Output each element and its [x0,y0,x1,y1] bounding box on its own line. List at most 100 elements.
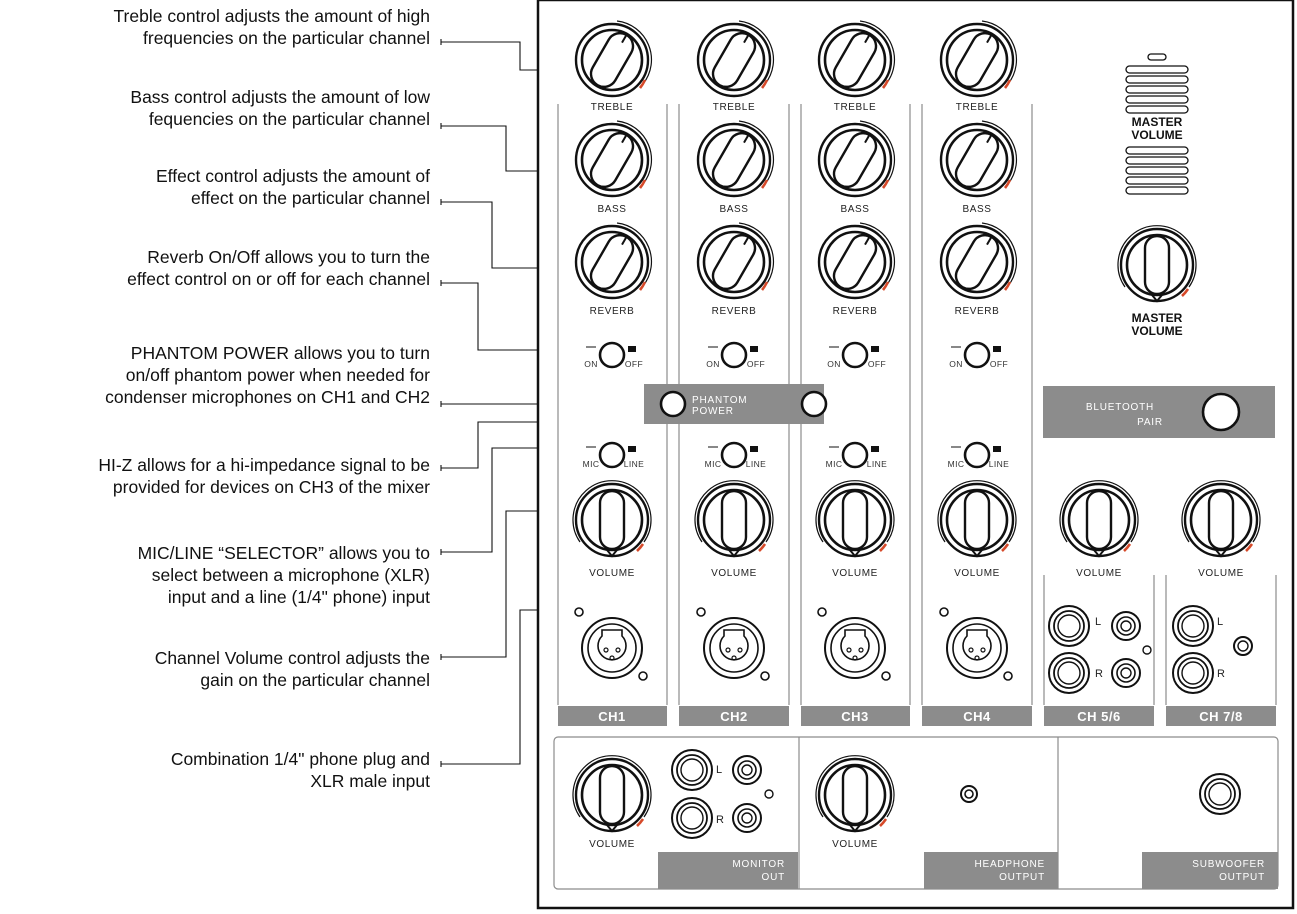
volume-knob-ch4[interactable] [936,479,1018,558]
headphone-volume-knob[interactable] [814,754,896,833]
output-section: VOLUME L R MONITOR OUT VOLUME HEADPHONE … [553,736,1279,890]
jack-ch78-right[interactable] [1172,652,1214,694]
mic-label: MIC [705,459,722,469]
annotation-reverb-line1: Reverb On/Off allows you to turn the [147,247,430,267]
monitor-out-label-line2: OUT [761,872,785,883]
mic-line-switch-ch2[interactable] [720,441,748,469]
volume-knob-ch2[interactable] [693,479,775,558]
mic-line-switch-ch1[interactable] [598,441,626,469]
treble-knobs: TREBLE TREBLE TREBLE TREBLE [574,19,1018,113]
combo-input-ch2[interactable] [703,617,765,679]
channel-label-ch3: CH3 [841,709,869,724]
jack-ch56-right[interactable] [1048,652,1090,694]
switch-on-label: ON [949,359,963,369]
mic-line-switch-ch4[interactable] [963,441,991,469]
volume-knob-ch78[interactable] [1180,479,1262,558]
reverb-switch-ch4[interactable] [963,341,991,369]
right-label: R [716,814,724,826]
annotation-micline-line3: input and a line (1/4" phone) input [168,587,430,607]
bluetooth-pair-button[interactable] [1201,392,1241,432]
treble-label: TREBLE [591,102,634,113]
jack-ch78-left[interactable] [1172,605,1214,647]
leader-lines [440,39,784,767]
bluetooth-label-line1: BLUETOOTH [1086,402,1154,413]
treble-label: TREBLE [834,102,877,113]
channel-label-ch56: CH 5/6 [1077,709,1120,724]
monitor-volume-knob[interactable] [571,754,653,833]
bass-knobs: BASS BASS BASS BASS [574,119,1018,215]
switch-on-label: ON [584,359,598,369]
channel-label-bars: CH1 CH2 CH3 CH4 CH 5/6 CH 7/8 [558,706,1276,726]
annotation-phantom-line1: PHANTOM POWER allows you to turn [131,343,430,363]
switch-off-label: OFF [990,359,1008,369]
reverb-switch-ch3[interactable] [841,341,869,369]
phantom-hiz-panel: PHANTOM POWER HI-Z [644,384,855,424]
volume-label: VOLUME [1076,568,1122,579]
rca-ch56-right[interactable] [1111,658,1141,688]
stereo-inputs-ch56: L R [1048,605,1152,694]
annotation-hiz-line2: provided for devices on CH3 of the mixer [113,477,430,497]
annotation-treble-line2: frequencies on the particular channel [143,28,430,48]
hiz-label: HI-Z [832,400,855,411]
mic-line-switches: MIC LINE MIC LINE MIC LINE MIC LINE [583,441,1010,469]
reverb-knobs: REVERB REVERB REVERB REVERB [574,221,1018,317]
mic-line-switch-ch3[interactable] [841,441,869,469]
stereo-inputs-ch78: L R [1172,605,1253,694]
monitor-out-label-line1: MONITOR [732,859,785,870]
bass-label: BASS [719,204,748,215]
annotation-hiz-line1: HI-Z allows for a hi-impedance signal to… [98,455,430,475]
monitor-jack-left[interactable] [671,749,713,791]
rca-ch56-left[interactable] [1111,611,1141,641]
master-volume-knob[interactable] [1116,224,1198,303]
monitor-rca-left[interactable] [732,755,762,785]
right-label: R [1095,668,1103,680]
monitor-volume-label: VOLUME [589,839,635,850]
level-meter [1125,53,1189,195]
treble-label: TREBLE [956,102,999,113]
reverb-switch-ch2[interactable] [720,341,748,369]
annotation-phantom-line3: condenser microphones on CH1 and CH2 [105,387,430,407]
monitor-jack-right[interactable] [671,797,713,839]
phantom-label-line1: PHANTOM [692,395,747,406]
switch-on-label: ON [827,359,841,369]
phantom-power-button[interactable] [659,390,687,418]
channel-label-ch1: CH1 [598,709,626,724]
master-label-line1: MASTER [1132,115,1183,129]
volume-knob-ch56[interactable] [1058,479,1140,558]
subwoofer-jack[interactable] [1199,773,1241,815]
volume-label: VOLUME [711,568,757,579]
reverb-switch-ch1[interactable] [598,341,626,369]
hiz-button[interactable] [800,390,828,418]
line-label: LINE [989,459,1010,469]
bluetooth-label-line2: PAIR [1137,417,1163,428]
annotation-combo-line2: XLR male input [310,771,430,791]
volume-knobs: VOLUME VOLUME VOLUME VOLUME VOLUME VOLUM… [571,479,1262,579]
left-label: L [1095,616,1101,628]
headphone-output-label-line2: OUTPUT [999,872,1045,883]
mic-label: MIC [583,459,600,469]
reverb-label: REVERB [712,306,757,317]
combo-input-ch3[interactable] [824,617,886,679]
combo-input-ch4[interactable] [946,617,1008,679]
line-label: LINE [867,459,888,469]
annotation-treble-line1: Treble control adjusts the amount of hig… [114,6,430,26]
monitor-rca-right[interactable] [732,803,762,833]
mic-label: MIC [826,459,843,469]
bass-label: BASS [597,204,626,215]
volume-knob-ch1[interactable] [571,479,653,558]
master-label-line2: VOLUME [1131,128,1182,142]
combo-input-ch1[interactable] [581,617,643,679]
jack-ch56-left[interactable] [1048,605,1090,647]
phantom-label-line2: POWER [692,406,734,417]
left-label: L [1217,616,1223,628]
volume-label: VOLUME [954,568,1000,579]
treble-label: TREBLE [713,102,756,113]
line-label: LINE [624,459,645,469]
annotation-effect-line1: Effect control adjusts the amount of [156,166,430,186]
switch-off-label: OFF [625,359,643,369]
reverb-label: REVERB [955,306,1000,317]
volume-knob-ch3[interactable] [814,479,896,558]
switch-off-label: OFF [747,359,765,369]
headphone-volume-label: VOLUME [832,839,878,850]
